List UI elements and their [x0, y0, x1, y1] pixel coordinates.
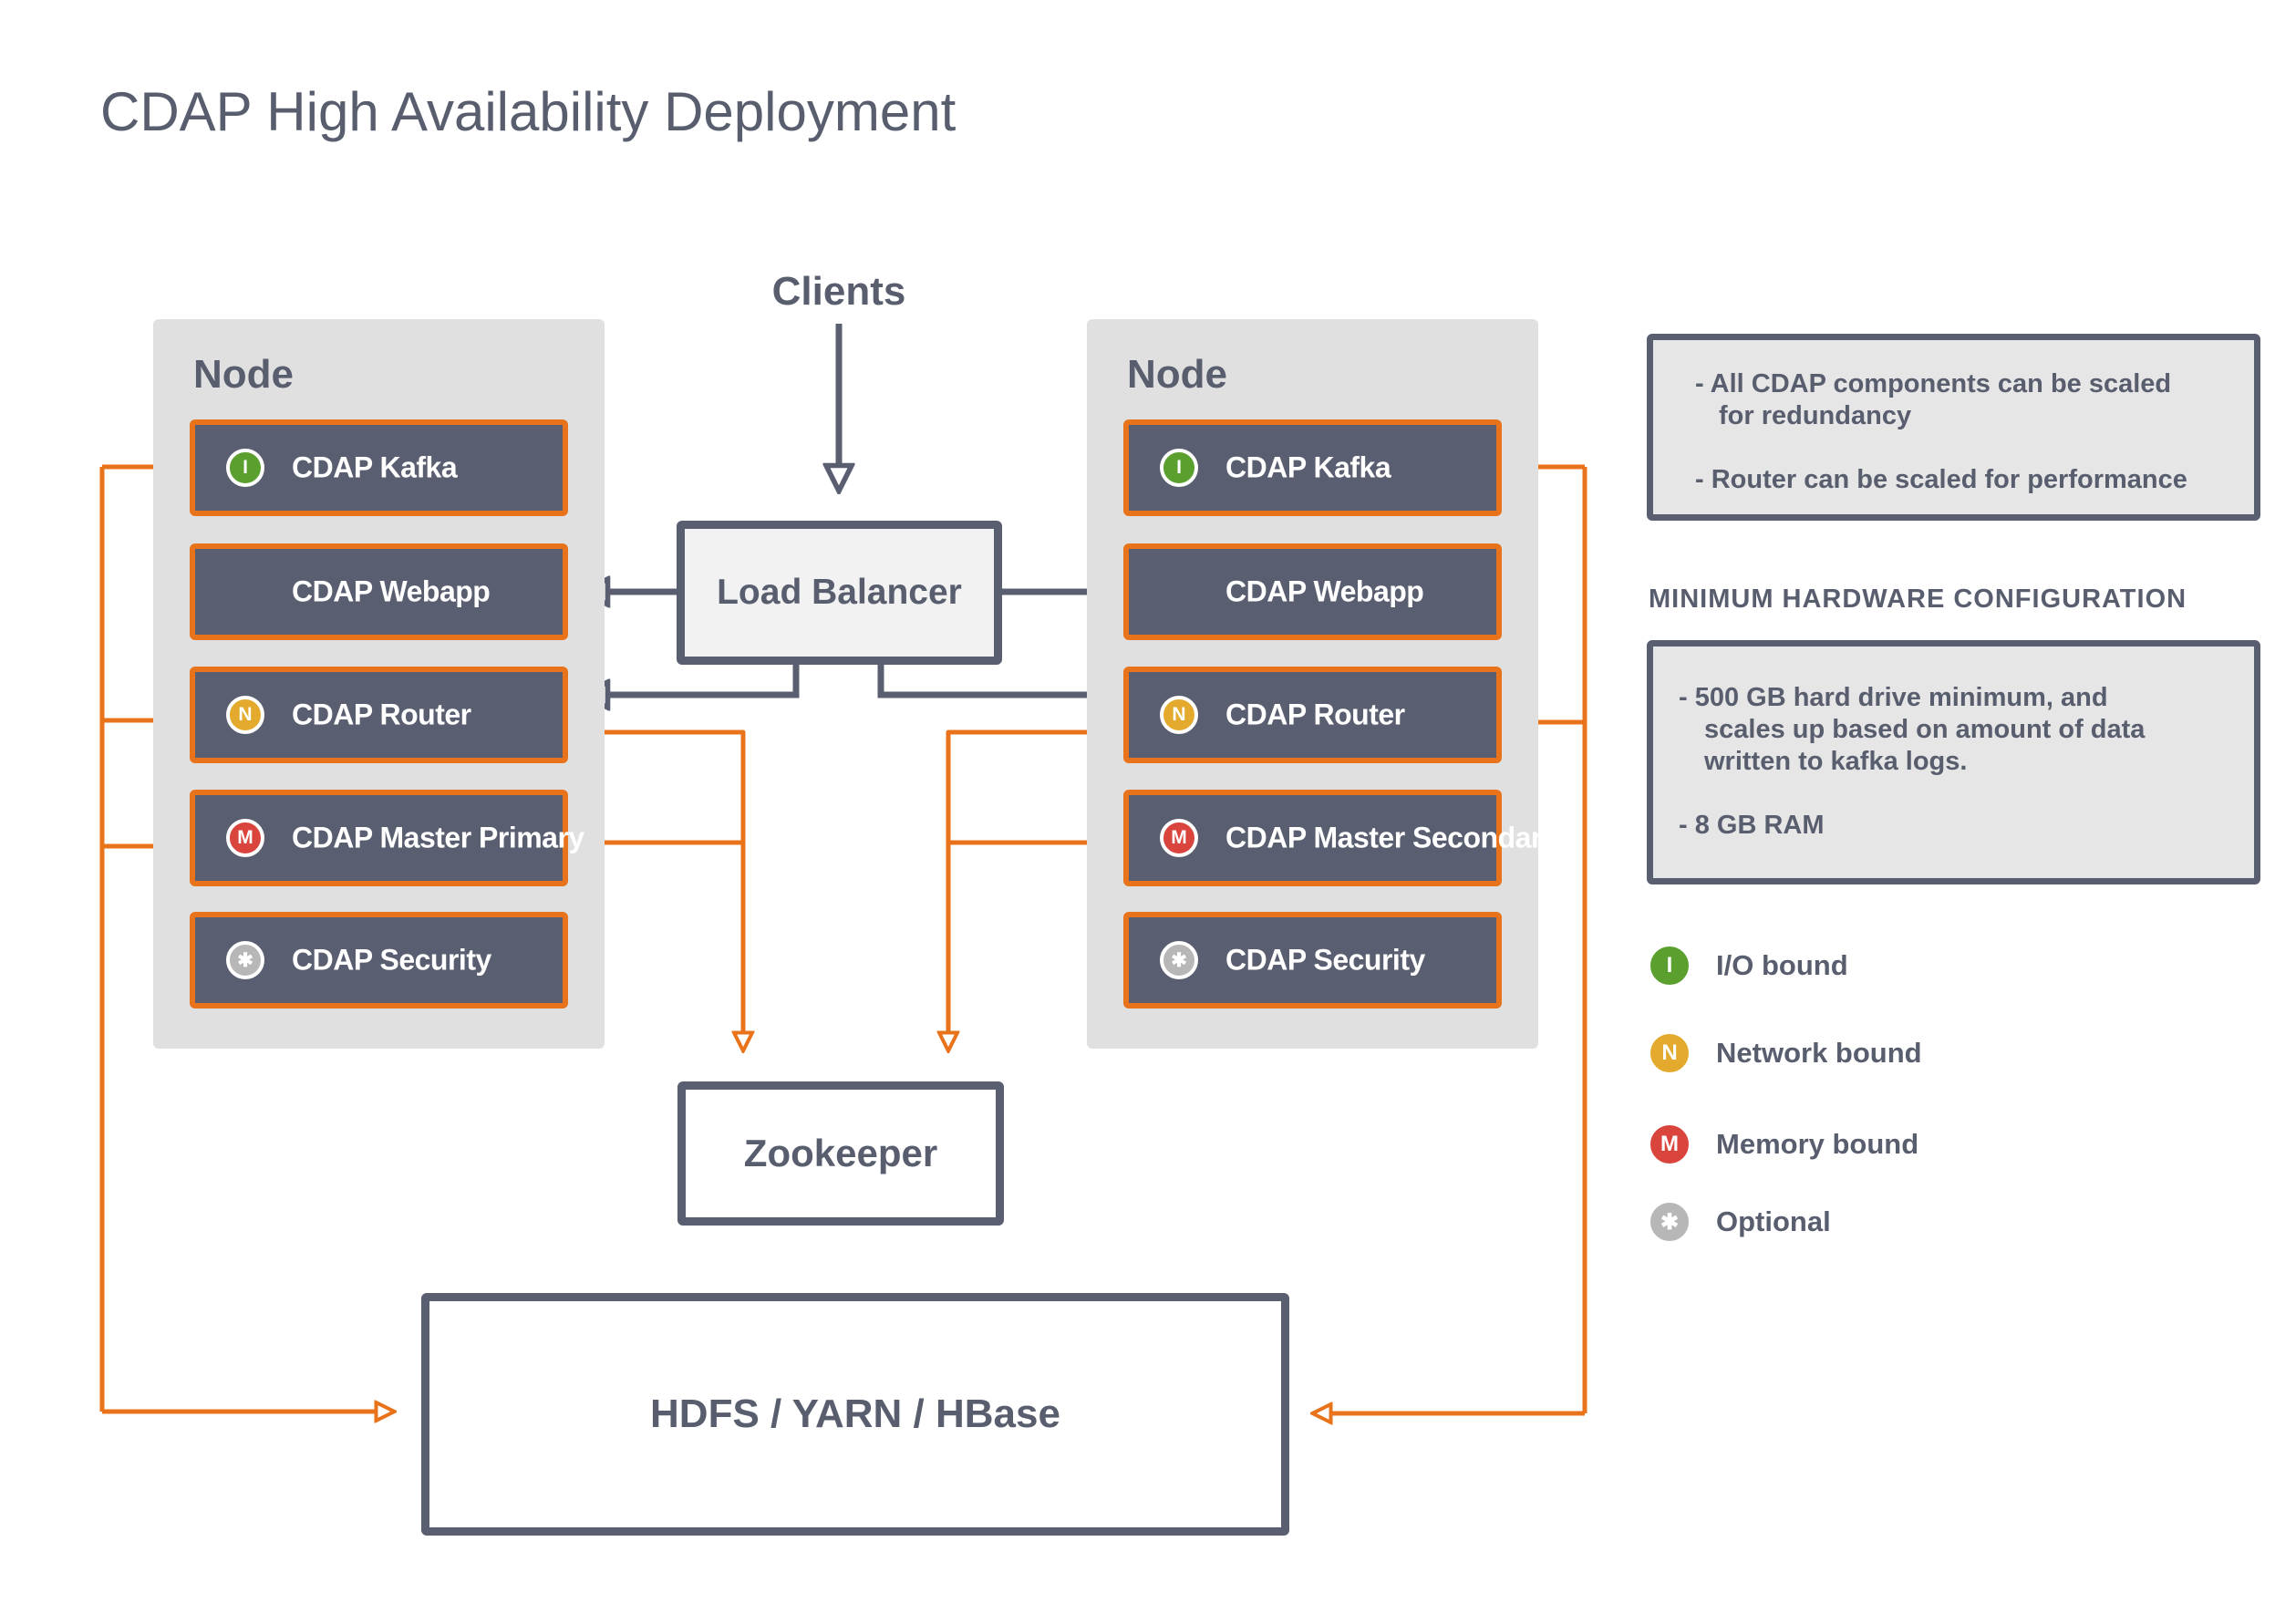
right-cdap-router[interactable]: N CDAP Router: [1123, 667, 1502, 763]
component-name: CDAP Kafka: [1225, 450, 1391, 484]
legend-io-bound: I I/O bound: [1647, 940, 1848, 991]
component-name: CDAP Master Primary: [292, 821, 584, 854]
left-cdap-webapp[interactable]: CDAP Webapp: [190, 543, 568, 640]
hardware-config-title: MINIMUM HARDWARE CONFIGURATION: [1649, 584, 2187, 614]
component-name: CDAP Router: [1225, 698, 1405, 731]
right-cdap-security[interactable]: ✱ CDAP Security: [1123, 912, 1502, 1009]
memory-bound-icon: M: [1160, 819, 1198, 857]
memory-bound-icon: M: [1647, 1122, 1692, 1167]
optional-icon: ✱: [226, 941, 264, 979]
left-node-label: Node: [193, 352, 294, 397]
optional-icon: ✱: [1647, 1199, 1692, 1245]
note-line: for redundancy: [1719, 401, 1912, 430]
diagram-title: CDAP High Availability Deployment: [100, 81, 957, 142]
io-bound-icon: I: [226, 449, 264, 487]
right-node-label: Node: [1127, 352, 1227, 397]
scaling-note: - All CDAP components can be scaled for …: [1647, 334, 2260, 521]
optional-icon: ✱: [1160, 941, 1198, 979]
io-bound-icon: I: [1160, 449, 1198, 487]
lb-to-left-router-arrow: [585, 662, 800, 695]
left-cdap-master-primary[interactable]: M CDAP Master Primary: [190, 790, 584, 886]
left-cdap-router[interactable]: N CDAP Router: [190, 667, 568, 763]
right-cdap-webapp[interactable]: CDAP Webapp: [1123, 543, 1502, 640]
network-bound-icon: N: [1160, 696, 1198, 734]
left-cdap-security[interactable]: ✱ CDAP Security: [190, 912, 568, 1009]
note-line: written to kafka logs.: [1704, 747, 1968, 776]
right-cdap-master-secondary[interactable]: M CDAP Master Secondary: [1123, 790, 1558, 886]
network-bound-icon: N: [226, 696, 264, 734]
component-name: CDAP Webapp: [292, 574, 491, 608]
component-name: CDAP Router: [292, 698, 471, 731]
load-balancer-box[interactable]: Load Balancer: [677, 521, 1002, 665]
zookeeper-box[interactable]: Zookeeper: [677, 1081, 1004, 1226]
left-router-to-zookeeper-arrow: [565, 729, 743, 1049]
component-name: CDAP Kafka: [292, 450, 458, 484]
note-line: - 500 GB hard drive minimum, and: [1679, 683, 2108, 712]
clients-label: Clients: [771, 269, 906, 314]
component-name: CDAP Security: [1225, 943, 1425, 977]
memory-bound-icon: M: [226, 819, 264, 857]
legend-optional: ✱ Optional: [1647, 1196, 1831, 1247]
right-router-to-zookeeper-arrow: [948, 729, 1123, 1049]
io-bound-icon: I: [1647, 943, 1692, 988]
legend-network-bound: N Network bound: [1647, 1028, 1922, 1079]
note-line: - All CDAP components can be scaled: [1695, 369, 2172, 398]
zookeeper-label: Zookeeper: [743, 1132, 938, 1174]
storage-label: HDFS / YARN / HBase: [650, 1391, 1060, 1436]
network-bound-icon: N: [1647, 1030, 1692, 1076]
component-name: CDAP Master Secondary: [1225, 821, 1558, 854]
left-cdap-kafka[interactable]: I CDAP Kafka: [190, 419, 568, 516]
hardware-note: - 500 GB hard drive minimum, and scales …: [1647, 640, 2260, 884]
legend-memory-bound: M Memory bound: [1647, 1119, 1918, 1170]
lb-to-right-router-arrow: [877, 662, 1112, 695]
note-line: - Router can be scaled for performance: [1695, 465, 2187, 494]
right-cdap-kafka[interactable]: I CDAP Kafka: [1123, 419, 1502, 516]
legend-label: Network bound: [1716, 1037, 1922, 1069]
storage-box[interactable]: HDFS / YARN / HBase: [421, 1293, 1289, 1536]
legend-label: Memory bound: [1716, 1128, 1919, 1160]
legend-label: Optional: [1716, 1205, 1831, 1237]
component-name: CDAP Security: [292, 943, 491, 977]
load-balancer-label: Load Balancer: [717, 573, 962, 612]
note-line: scales up based on amount of data: [1704, 715, 2146, 744]
note-line: - 8 GB RAM: [1679, 811, 1825, 840]
legend-label: I/O bound: [1716, 949, 1848, 981]
component-name: CDAP Webapp: [1225, 574, 1424, 608]
